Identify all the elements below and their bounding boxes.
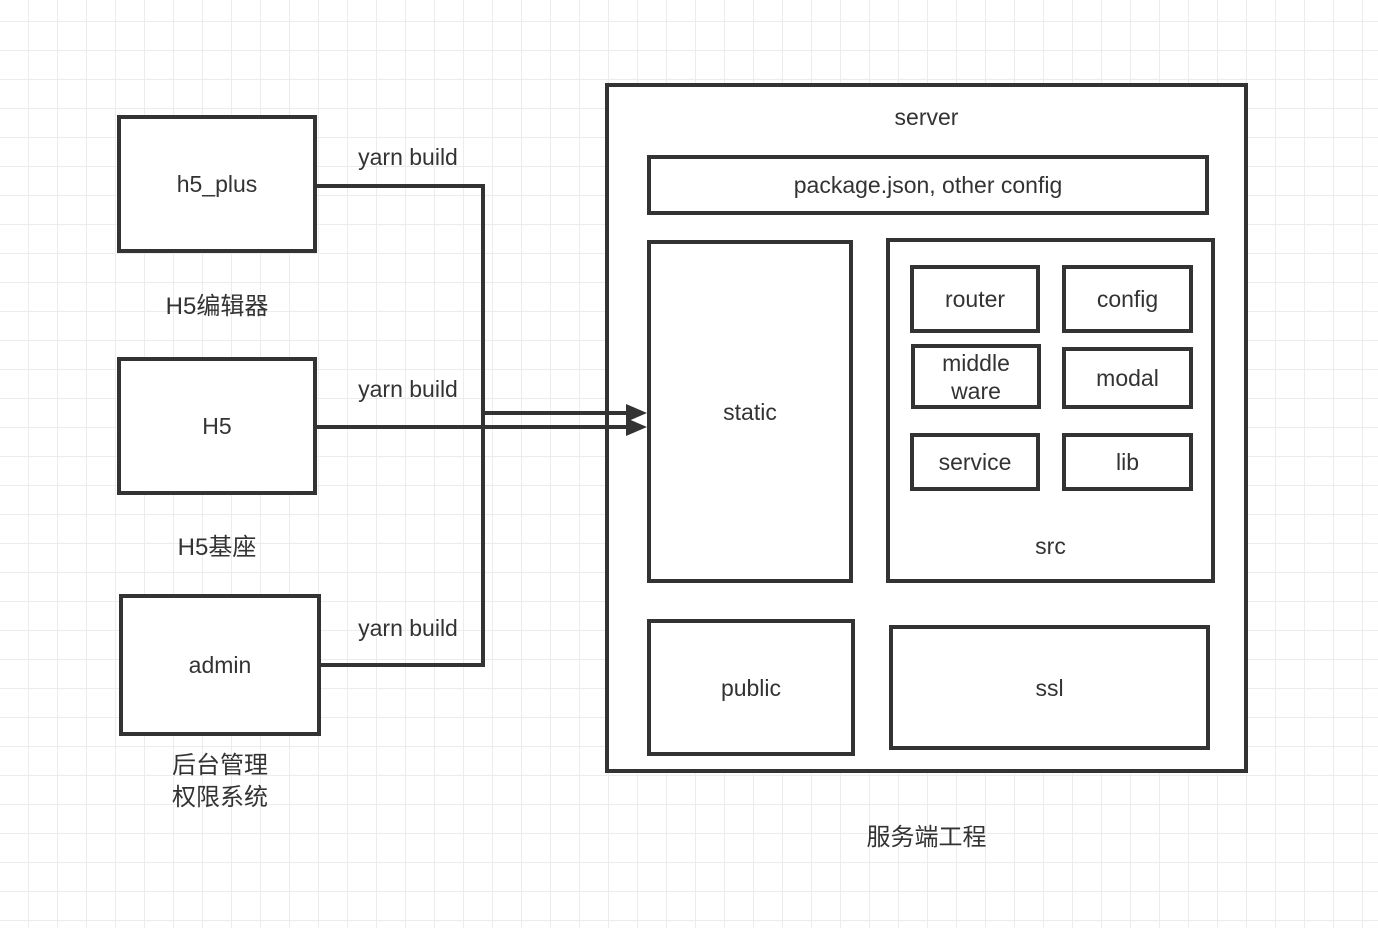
node-router: router [910,265,1040,333]
node-lib: lib [1062,433,1193,491]
caption-server-project: 服务端工程 [866,824,987,851]
edge-label-yarn-build-admin: yarn build [358,615,458,641]
node-public: public [647,619,855,756]
edge-h5plus-line [317,184,485,188]
caption-h5-editor: H5编辑器 [165,293,269,320]
node-static: static [647,240,853,583]
node-service: service [910,433,1040,491]
arrow-right-icon [626,418,647,436]
node-package-json-config: package.json, other config [647,155,1209,215]
edge-merged-arrow-shaft [483,411,626,415]
node-middleware: middle ware [911,344,1041,409]
server-title: server [894,104,959,130]
edge-label-yarn-build-h5plus: yarn build [358,144,458,170]
edge-label-yarn-build-h5: yarn build [358,376,458,402]
node-ssl: ssl [889,625,1210,750]
node-config: config [1062,265,1193,333]
node-admin: admin [119,594,321,736]
src-label: src [1035,533,1066,559]
edge-admin-line [320,663,485,667]
node-h5: H5 [117,357,317,495]
caption-admin-system: 后台管理 权限系统 [172,752,268,811]
caption-h5-base: H5基座 [177,534,257,561]
node-modal: modal [1062,347,1193,409]
arrow-right-icon [626,404,647,422]
node-h5plus: h5_plus [117,115,317,253]
edge-h5-arrow-shaft [317,425,626,429]
